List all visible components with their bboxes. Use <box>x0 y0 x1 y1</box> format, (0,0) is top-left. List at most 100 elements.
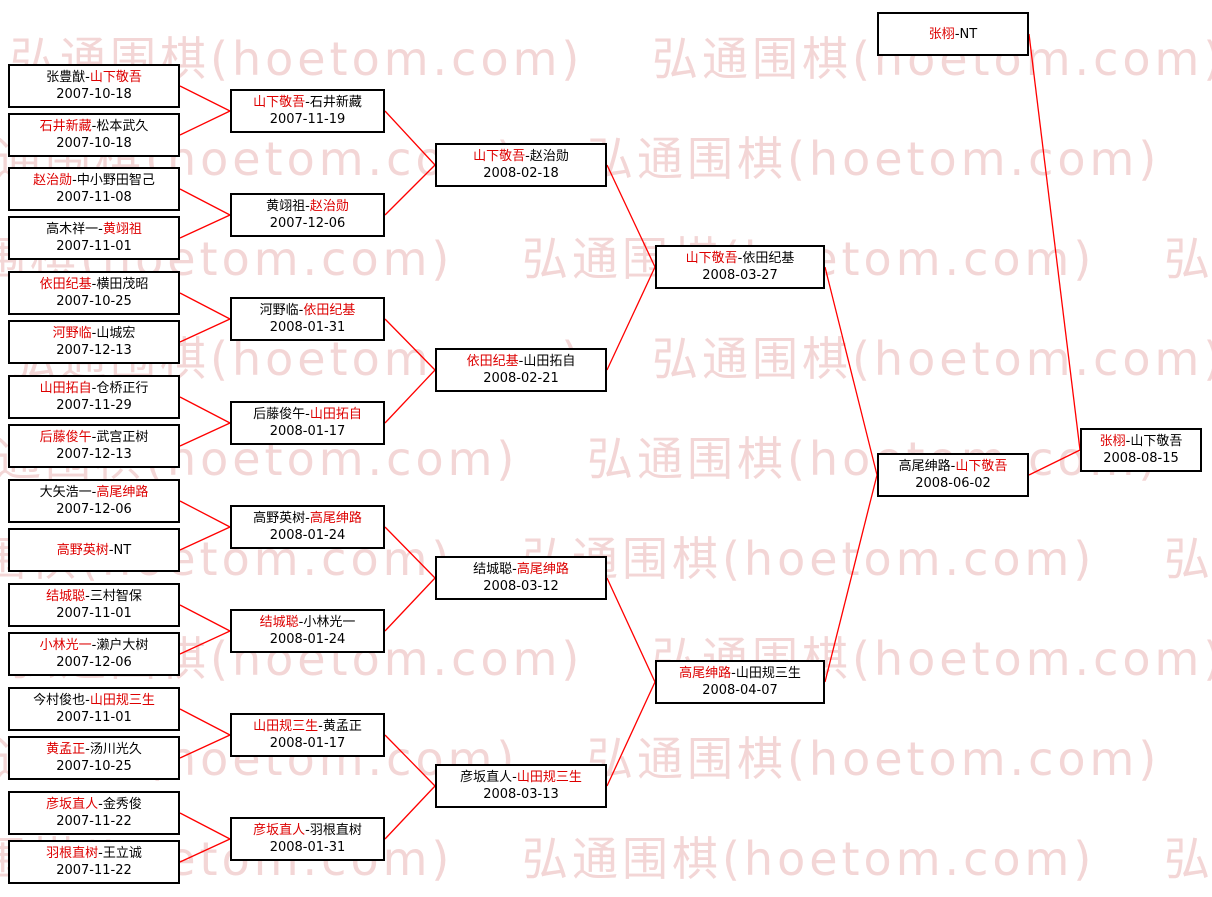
match-date: 2007-12-13 <box>56 343 132 358</box>
match-date: 2008-01-31 <box>269 840 346 855</box>
match-box[interactable]: 河野临-山城宏 2007-12-13 <box>8 320 180 364</box>
match-box[interactable]: 结城聪-小林光一 2008-01-24 <box>230 609 385 653</box>
player2-name: 山下敬吾 <box>955 459 1008 474</box>
match-box[interactable]: 山田规三生-黄孟正 2008-01-17 <box>230 713 385 757</box>
player1-name: 小林光一 <box>39 638 92 653</box>
match-box[interactable]: 山下敬吾-石井新藏 2007-11-19 <box>230 89 385 133</box>
match-box[interactable]: 高野英树-NT <box>8 528 180 572</box>
player2-name: 山下敬吾 <box>89 70 142 85</box>
match-box[interactable]: 张栩-NT <box>877 12 1029 56</box>
player1-name: 赵治勋 <box>33 173 73 188</box>
match-box[interactable]: 高野英树-高尾绅路 2008-01-24 <box>230 505 385 549</box>
player2-name: 山下敬吾 <box>1130 434 1183 449</box>
match-players: 依田纪基-山田拓自 <box>467 353 576 370</box>
match-players: 黄翊祖-赵治勋 <box>266 198 349 215</box>
match-box[interactable]: 后藤俊午-武宫正树 2007-12-13 <box>8 424 180 468</box>
match-box[interactable]: 大矢浩一-高尾绅路 2007-12-06 <box>8 479 180 523</box>
match-date: 2008-01-17 <box>269 736 346 751</box>
player1-name: 彦坂直人 <box>460 770 513 785</box>
player1-name: 张栩 <box>1099 434 1126 449</box>
players-separator: - <box>298 615 304 630</box>
match-box[interactable]: 山下敬吾-赵治勋 2008-02-18 <box>435 143 607 187</box>
player2-name: 黄翊祖 <box>102 222 142 237</box>
players-separator: - <box>91 326 97 341</box>
match-box[interactable]: 张栩-山下敬吾 2008-08-15 <box>1080 428 1202 472</box>
match-date: 2007-11-01 <box>56 710 132 725</box>
player2-name: 横田茂昭 <box>96 277 149 292</box>
player2-name: 三村智保 <box>89 589 142 604</box>
player2-name: 依田纪基 <box>742 251 795 266</box>
players-separator: - <box>85 70 90 85</box>
match-box[interactable]: 石井新藏-松本武久 2007-10-18 <box>8 113 180 157</box>
match-date: 2008-01-24 <box>269 632 346 647</box>
players-separator: - <box>91 485 97 500</box>
match-box[interactable]: 高尾绅路-山田规三生 2008-04-07 <box>655 660 825 704</box>
player1-name: 依田纪基 <box>39 277 92 292</box>
match-box[interactable]: 依田纪基-横田茂昭 2007-10-25 <box>8 271 180 315</box>
match-players: 高野英树-NT <box>57 542 131 559</box>
players-separator: - <box>512 770 517 785</box>
player1-name: 依田纪基 <box>466 354 519 369</box>
match-box[interactable]: 彦坂直人-山田规三生 2008-03-13 <box>435 764 607 808</box>
match-box[interactable]: 羽根直树-王立诚 2007-11-22 <box>8 840 180 884</box>
match-players: 结城聪-高尾绅路 <box>473 561 569 578</box>
match-box[interactable]: 小林光一-濑户大树 2007-12-06 <box>8 632 180 676</box>
player1-name: 高野英树 <box>253 511 306 526</box>
players-separator: - <box>98 222 103 237</box>
match-box[interactable]: 结城聪-高尾绅路 2008-03-12 <box>435 556 607 600</box>
match-box[interactable]: 后藤俊午-山田拓自 2008-01-17 <box>230 401 385 445</box>
match-box[interactable]: 黄翊祖-赵治勋 2007-12-06 <box>230 193 385 237</box>
player1-name: 山下敬吾 <box>685 251 738 266</box>
match-date: 2008-02-21 <box>483 371 559 386</box>
player2-name: 山田拓自 <box>309 407 362 422</box>
players-separator: - <box>72 173 77 188</box>
match-box[interactable]: 山下敬吾-依田纪基 2008-03-27 <box>655 245 825 289</box>
match-box[interactable]: 黄孟正-汤川光久 2007-10-25 <box>8 736 180 780</box>
match-date: 2007-11-08 <box>56 190 132 205</box>
players-separator: - <box>305 511 310 526</box>
player1-name: 今村俊也 <box>33 693 86 708</box>
players-separator: - <box>1125 434 1131 449</box>
players-separator: - <box>954 26 960 42</box>
player2-name: 高尾绅路 <box>309 511 362 526</box>
match-players: 山下敬吾-赵治勋 <box>473 148 569 165</box>
player1-name: 高木祥一 <box>46 222 99 237</box>
player1-name: 高尾绅路 <box>679 666 732 681</box>
match-date: 2007-11-22 <box>56 814 132 829</box>
match-box[interactable]: 结城聪-三村智保 2007-11-01 <box>8 583 180 627</box>
player2-name: 山田规三生 <box>89 693 155 708</box>
player2-name: 赵治勋 <box>529 149 569 164</box>
match-box[interactable]: 山田拓自-仓桥正行 2007-11-29 <box>8 375 180 419</box>
match-players: 山下敬吾-依田纪基 <box>686 250 795 267</box>
players-separator: - <box>91 381 97 396</box>
match-players: 河野临-依田纪基 <box>260 302 356 319</box>
match-box[interactable]: 高尾绅路-山下敬吾 2008-06-02 <box>877 453 1029 497</box>
match-date: 2007-11-29 <box>56 398 132 413</box>
player2-name: 高尾绅路 <box>96 485 149 500</box>
player1-name: 山下敬吾 <box>253 95 306 110</box>
match-box[interactable]: 彦坂直人-羽根直树 2008-01-31 <box>230 817 385 861</box>
player2-name: 武宫正树 <box>96 430 149 445</box>
players-separator: - <box>298 303 304 318</box>
players-separator: - <box>85 589 90 604</box>
match-box[interactable]: 彦坂直人-金秀俊 2007-11-22 <box>8 791 180 835</box>
player1-name: 羽根直树 <box>46 846 99 861</box>
match-box[interactable]: 依田纪基-山田拓自 2008-02-21 <box>435 348 607 392</box>
match-box[interactable]: 高木祥一-黄翊祖 2007-11-01 <box>8 216 180 260</box>
match-players: 河野临-山城宏 <box>53 325 136 342</box>
player2-name: 山田拓自 <box>523 354 576 369</box>
match-box[interactable]: 河野临-依田纪基 2008-01-31 <box>230 297 385 341</box>
players-separator: - <box>85 693 90 708</box>
match-date: 2008-01-31 <box>269 320 346 335</box>
match-box[interactable]: 赵治勋-中小野田智己 2007-11-08 <box>8 167 180 211</box>
player1-name: 河野临 <box>259 303 299 318</box>
players-separator: - <box>91 430 97 445</box>
players-separator: - <box>737 251 743 266</box>
player2-name: 小林光一 <box>303 615 356 630</box>
match-date: 2008-08-15 <box>1103 451 1179 466</box>
match-box[interactable]: 今村俊也-山田规三生 2007-11-01 <box>8 687 180 731</box>
match-date: 2008-03-13 <box>483 787 559 802</box>
match-players: 后藤俊午-山田拓自 <box>253 406 362 423</box>
match-box[interactable]: 张豊猷-山下敬吾 2007-10-18 <box>8 64 180 108</box>
